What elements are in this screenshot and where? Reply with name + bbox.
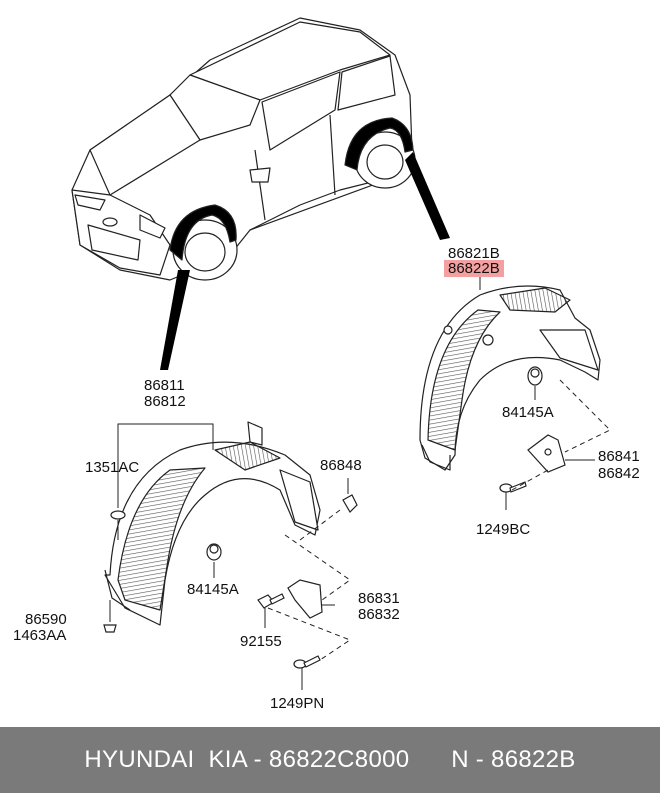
front-bolt-part bbox=[257, 593, 285, 609]
footer-text: HYUNDAI KIA - 86822C8000 N - 86822B bbox=[84, 746, 576, 773]
label-86821B: 86821B bbox=[448, 245, 500, 262]
front-screw-part bbox=[293, 655, 321, 669]
label-86812: 86812 bbox=[144, 393, 186, 410]
label-86832: 86832 bbox=[358, 606, 400, 623]
rear-leader-lines bbox=[479, 272, 611, 510]
front-nut-part bbox=[206, 543, 222, 561]
label-86848: 86848 bbox=[320, 457, 362, 474]
label-1351AC: 1351AC bbox=[85, 459, 140, 476]
label-86811: 86811 bbox=[144, 377, 185, 394]
part-number-footer: HYUNDAI KIA - 86822C8000 N - 86822B bbox=[0, 727, 660, 793]
label-86822B-highlighted: 86822B bbox=[444, 260, 504, 277]
label-1463AA: 1463AA bbox=[13, 627, 67, 644]
front-wheel-liner bbox=[104, 421, 321, 626]
car-illustration bbox=[71, 17, 416, 281]
label-1249PN: 1249PN bbox=[270, 695, 325, 712]
label-front-84145A: 84145A bbox=[187, 581, 239, 598]
label-92155: 92155 bbox=[240, 633, 282, 650]
label-1249BC: 1249BC bbox=[476, 521, 531, 538]
label-86842: 86842 bbox=[598, 465, 640, 482]
front-flap-part bbox=[287, 579, 323, 619]
front-fastener-part bbox=[103, 624, 117, 633]
rear-screw-part bbox=[499, 481, 527, 493]
label-rear-84145A: 84145A bbox=[502, 404, 554, 421]
rear-wheel-liner bbox=[419, 285, 601, 471]
front-arch-pointer bbox=[160, 270, 190, 370]
label-86831: 86831 bbox=[358, 590, 400, 607]
label-highlight: 86822B bbox=[444, 260, 504, 277]
rear-arch-pointer bbox=[405, 152, 450, 240]
label-86590: 86590 bbox=[25, 611, 67, 628]
rear-nut-part bbox=[527, 366, 543, 386]
front-washer-part bbox=[110, 510, 126, 520]
parts-diagram bbox=[71, 17, 611, 690]
front-clip-part bbox=[342, 494, 358, 513]
label-86841: 86841 bbox=[598, 448, 640, 465]
rear-bracket-part bbox=[527, 434, 566, 473]
front-leader-lines bbox=[109, 423, 352, 690]
